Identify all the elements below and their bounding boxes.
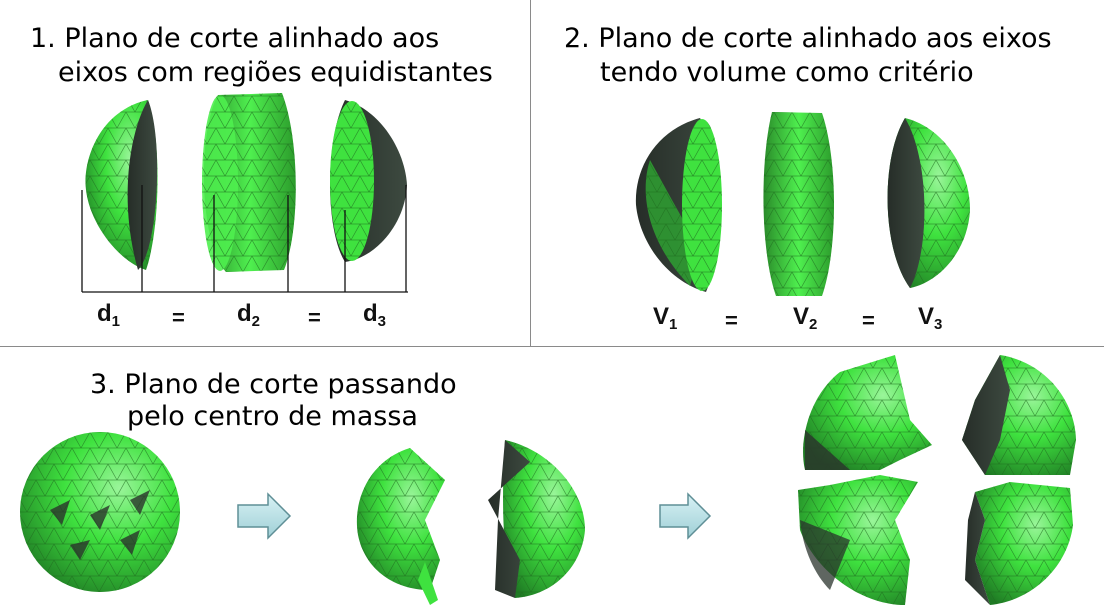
panel3-arrow-2: [659, 492, 712, 540]
panel3-title-line2: pelo centro de massa: [127, 401, 418, 432]
horizontal-divider: [0, 346, 1104, 347]
panel2-title-line1: 2. Plano de corte alinhado aos eixos: [564, 23, 1052, 54]
panel3-title-line1: 3. Plano de corte passando: [90, 369, 457, 400]
panel2-right-cap: [887, 118, 970, 288]
panel1-right-cap: [330, 100, 407, 262]
panel2-equals-1: =: [725, 308, 738, 333]
panel2-label-v3: V3: [918, 303, 943, 333]
panel3-quarter-top-right: [962, 355, 1076, 475]
panel1-left-cap: [85, 100, 158, 270]
panel1-label-d3: d3: [363, 300, 387, 330]
panel1-label-d1: d1: [97, 300, 121, 330]
panel1-label-d2: d2: [237, 300, 261, 330]
panel3-half-right: [488, 440, 585, 598]
panel3-half-left: [356, 448, 445, 605]
panel3-full-sphere: [20, 432, 180, 592]
panel1-title-line1: 1. Plano de corte alinhado aos: [30, 23, 440, 54]
panel3-arrow-1: [237, 492, 292, 540]
panel1-dimension-lines: [81, 185, 408, 293]
panel2-equals-2: =: [862, 308, 875, 333]
panel1-equals-2: =: [308, 305, 321, 330]
panel2-left-cap: [635, 118, 722, 292]
panel1-middle-slice: [202, 93, 296, 272]
panel2-middle-slice: [763, 112, 834, 296]
panel3-quarter-bottom-right: [965, 482, 1073, 605]
panel2-label-v2: V2: [793, 303, 818, 333]
panel3-quarter-bottom-left: [798, 475, 918, 605]
vertical-divider: [530, 0, 531, 346]
panel1-title-line2: eixos com regiões equidistantes: [58, 57, 493, 88]
panel1-equals-1: =: [172, 305, 185, 330]
panel2-title-line2: tendo volume como critério: [600, 57, 974, 88]
panel2-label-v1: V1: [653, 303, 678, 333]
panel3-quarter-top-left: [803, 355, 932, 470]
